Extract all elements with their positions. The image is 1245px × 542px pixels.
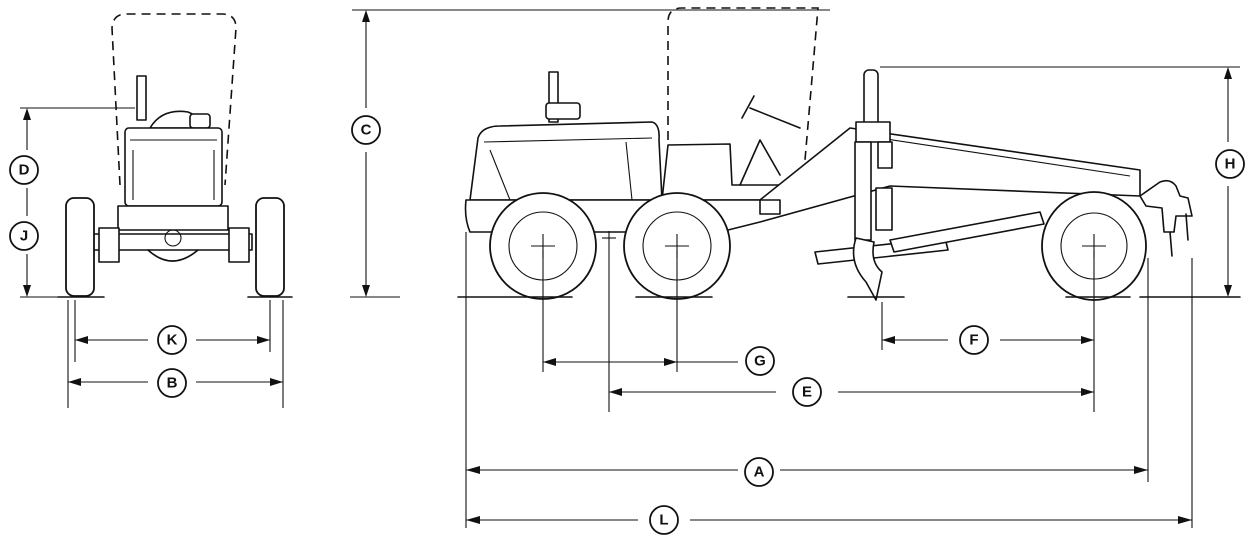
front-exhaust-stack: [136, 75, 147, 121]
side-scarifier: [1139, 179, 1193, 233]
front-hub-left: [98, 227, 120, 263]
callout-e: E: [792, 377, 822, 407]
callout-e-label: E: [802, 384, 812, 401]
callout-l-label: L: [659, 512, 668, 529]
callout-f: F: [959, 325, 989, 355]
callout-a: A: [744, 457, 774, 487]
front-tire-left: [65, 197, 95, 297]
callout-j-label: J: [20, 228, 28, 245]
callout-b-label: B: [167, 375, 178, 392]
front-cap: [189, 113, 211, 129]
side-drawbar: [889, 211, 1045, 253]
side-cab-outline: [667, 7, 819, 196]
callout-d-label: D: [19, 162, 30, 179]
callout-k-label: K: [167, 332, 178, 349]
callout-l: L: [649, 505, 679, 535]
callout-c-label: C: [361, 122, 372, 139]
front-frame: [117, 205, 229, 231]
callout-g: G: [745, 346, 775, 376]
callout-a-label: A: [754, 464, 765, 481]
side-exhaust-stack: [548, 71, 559, 123]
side-view: [350, 7, 1241, 528]
callout-d: D: [9, 155, 39, 185]
callout-h: H: [1215, 149, 1245, 179]
front-view: [20, 13, 293, 408]
callout-j: J: [9, 221, 39, 251]
side-engine-hood: [469, 121, 663, 201]
callout-h-label: H: [1225, 156, 1236, 173]
callout-g-label: G: [754, 353, 766, 370]
front-tire-right: [255, 197, 285, 297]
side-moldboard: [852, 237, 883, 301]
callout-b: B: [157, 368, 187, 398]
callout-k: K: [157, 325, 187, 355]
callout-c: C: [351, 115, 381, 145]
callout-f-label: F: [969, 332, 978, 349]
front-cab-outline: [111, 13, 237, 186]
front-hub-right: [228, 227, 250, 263]
